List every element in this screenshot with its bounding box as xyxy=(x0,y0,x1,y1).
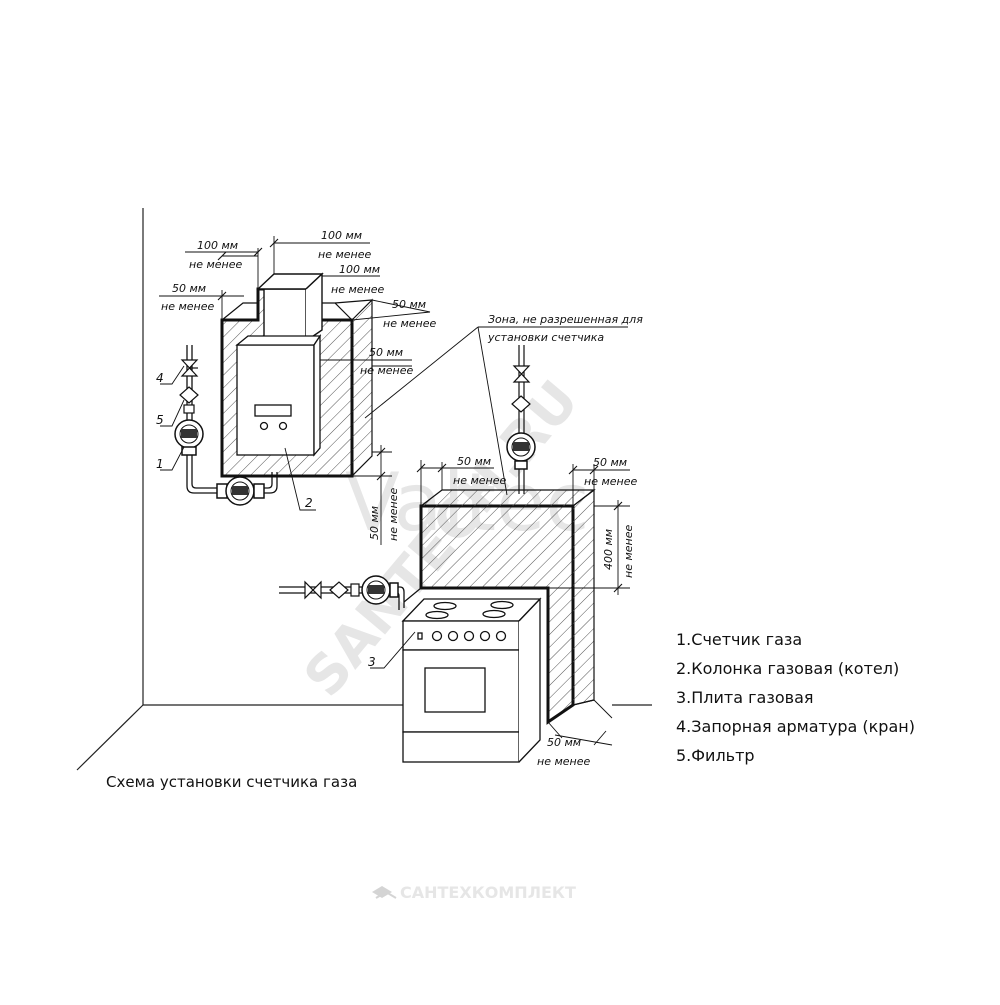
legend-item-2: 2.Колонка газовая (котел) xyxy=(676,659,899,678)
dim-50-boiler-bottom-min: не менее xyxy=(387,488,400,541)
dim-50-floor-value: 50 мм xyxy=(547,736,581,749)
dim-400-min: не менее xyxy=(622,525,635,578)
callout-1: 1 xyxy=(156,457,164,471)
legend: 1.Счетчик газа 2.Колонка газовая (котел)… xyxy=(676,630,915,765)
dim-100-left-min: не менее xyxy=(189,258,242,271)
stove-shutoff-valve-icon xyxy=(304,580,322,600)
stove-filter-icon xyxy=(329,581,360,599)
room-walls xyxy=(76,208,652,771)
dimension-ticks xyxy=(217,238,623,593)
dim-100-right-min: не менее xyxy=(331,283,384,296)
dim-50-left-value: 50 мм xyxy=(172,282,206,295)
footer-watermark: САНТЕХКОМПЛЕКТ xyxy=(400,883,576,902)
dim-50-stove-left-min: не менее xyxy=(453,474,506,487)
dim-50-stove-left-value: 50 мм xyxy=(457,455,491,468)
dim-50-right1-value: 50 мм xyxy=(392,298,426,311)
callout-4: 4 xyxy=(156,371,164,385)
boiler-shutoff-valve-icon xyxy=(180,359,199,377)
boiler-second-meter-icon xyxy=(216,476,265,506)
dim-100-top-value: 100 мм xyxy=(321,229,362,242)
callouts xyxy=(160,365,416,669)
diagram-caption: Схема установки счетчика газа xyxy=(106,773,357,791)
callout-2: 2 xyxy=(305,496,313,510)
dim-100-top-min: не менее xyxy=(318,248,371,261)
gas-stove xyxy=(401,597,542,763)
zone-label-line2: установки счетчика xyxy=(487,331,604,344)
dim-100-right-value: 100 мм xyxy=(339,263,380,276)
dim-50-stove-right-value: 50 мм xyxy=(593,456,627,469)
dim-50-stove-right-min: не менее xyxy=(584,475,637,488)
dim-50-floor-min: не менее xyxy=(537,755,590,768)
footer-logo-icon xyxy=(372,886,397,899)
boiler-chimney xyxy=(256,272,324,342)
callout-5: 5 xyxy=(156,413,164,427)
callout-3: 3 xyxy=(368,655,376,669)
zone-meter-icon xyxy=(506,432,536,470)
boiler-filter-icon xyxy=(179,386,199,414)
dimension-labels: 100 мм не менее 100 мм не менее 100 мм н… xyxy=(161,229,643,768)
dim-50-left-min: не менее xyxy=(161,300,214,313)
dim-50-right2-value: 50 мм xyxy=(369,346,403,359)
dim-50-right2-min: не менее xyxy=(360,364,413,377)
stove-gas-meter-icon xyxy=(361,575,399,605)
zone-valve-icon xyxy=(511,365,531,413)
legend-item-4: 4.Запорная арматура (кран) xyxy=(676,717,915,736)
dim-50-right1-min: не менее xyxy=(383,317,436,330)
dim-100-left-value: 100 мм xyxy=(197,239,238,252)
zone-label-line1: Зона, не разрешенная для xyxy=(488,313,643,326)
gas-boiler xyxy=(235,333,322,457)
legend-item-5: 5.Фильтр xyxy=(676,746,755,765)
legend-item-3: 3.Плита газовая xyxy=(676,688,814,707)
legend-item-1: 1.Счетчик газа xyxy=(676,630,802,649)
dim-50-boiler-bottom-value: 50 мм xyxy=(368,506,381,540)
dim-400-value: 400 мм xyxy=(602,529,615,570)
boiler-gas-meter-icon xyxy=(174,419,204,456)
